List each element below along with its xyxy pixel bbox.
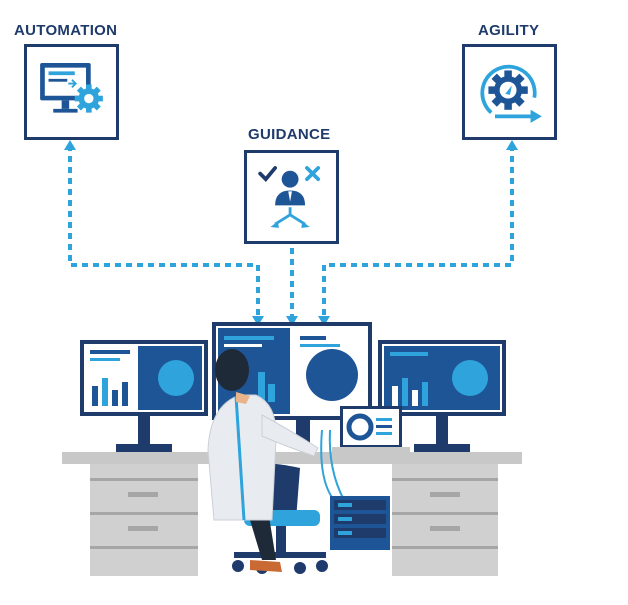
automation-box (24, 44, 119, 140)
automation-label: AUTOMATION (14, 22, 118, 39)
guidance-box (244, 150, 339, 244)
monitor-right (378, 340, 506, 452)
agility-label: AGILITY (478, 22, 540, 39)
connector-lines (68, 145, 514, 318)
person-operator (207, 349, 319, 572)
desk (62, 452, 522, 576)
server-rack (320, 429, 390, 550)
laptop (332, 406, 410, 452)
monitor-left (80, 340, 208, 452)
monitor-gear-icon (40, 62, 103, 113)
agility-box (462, 44, 557, 140)
person-decision-icon (258, 166, 321, 228)
guidance-label: GUIDANCE (248, 126, 331, 143)
gear-cycle-arrow-icon (480, 64, 542, 123)
